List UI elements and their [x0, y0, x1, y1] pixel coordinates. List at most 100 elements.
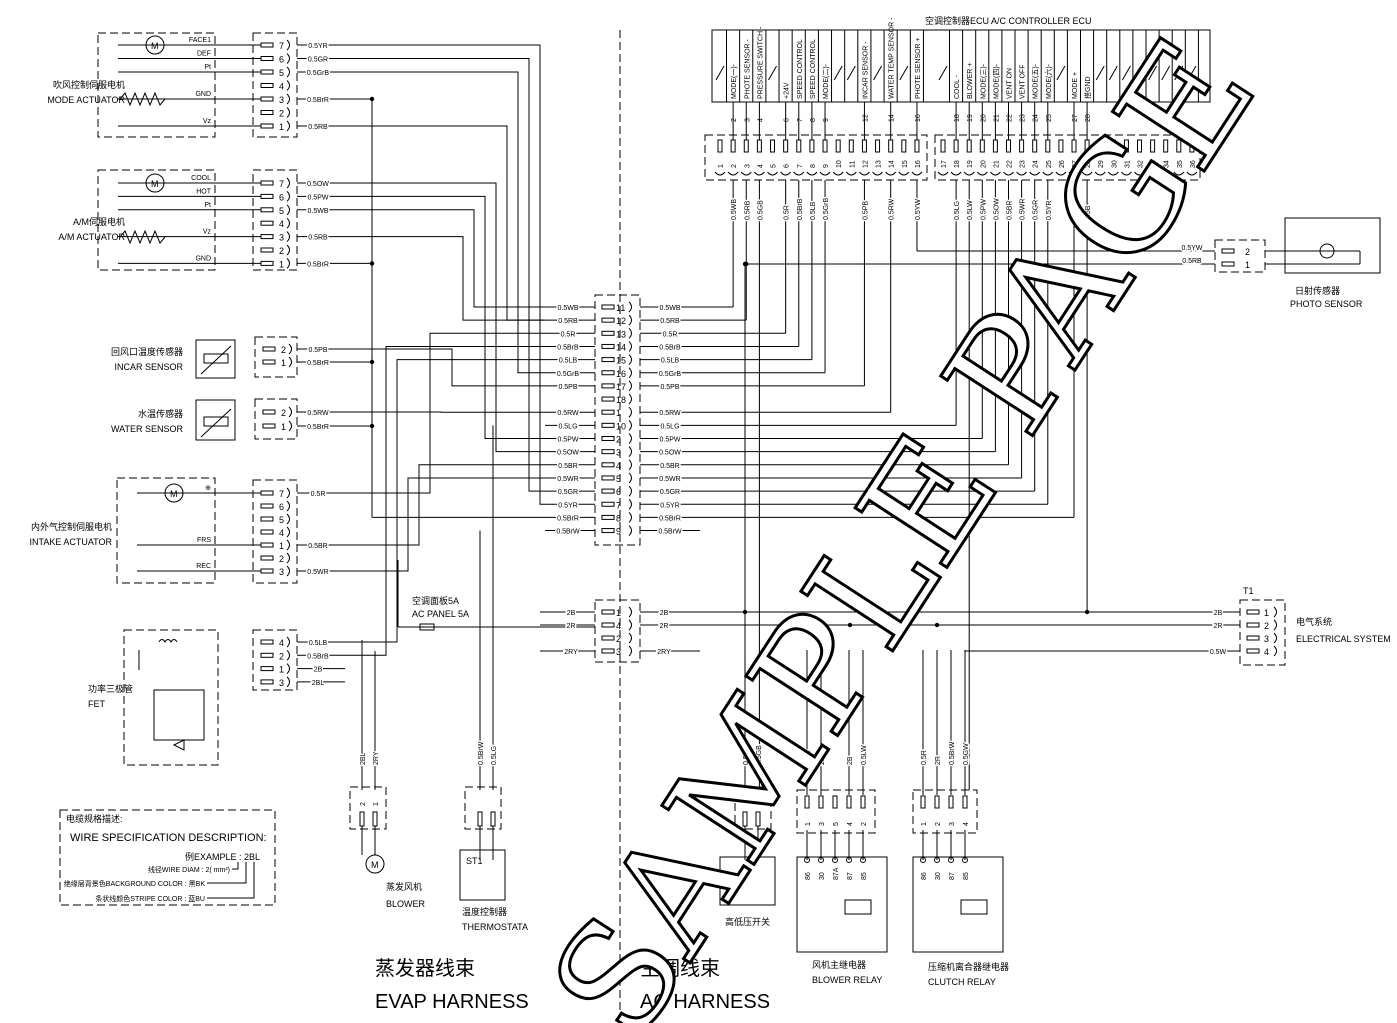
relay-terminal: 87 — [847, 872, 854, 880]
intake-connector — [252, 479, 298, 584]
socket-icon — [288, 420, 292, 432]
relay-terminal: 87 — [949, 872, 956, 880]
pin-number: 2 — [935, 822, 942, 826]
ecu-unused-slash — [1148, 65, 1158, 81]
wire-label: 2R — [935, 756, 942, 765]
pin-number: 5 — [279, 206, 284, 216]
socket-icon — [628, 327, 632, 339]
incar-thermistor-icon — [203, 353, 229, 364]
pin-number: 8 — [616, 513, 621, 523]
fuse-label-en: AC PANEL 5A — [412, 609, 469, 619]
pin-bar — [796, 139, 802, 153]
ecu-connector-pin: 22 — [1007, 160, 1014, 168]
pin-bar — [260, 666, 274, 672]
pin-bar — [260, 69, 274, 75]
pin-bar — [601, 635, 615, 641]
ecu-connector-pin: 9 — [823, 164, 830, 168]
socket-icon — [1003, 171, 1014, 176]
wire-label: 0.5R — [561, 331, 576, 338]
socket-icon — [286, 120, 290, 132]
pin-bar — [832, 795, 838, 809]
ecu-unused-slash — [1108, 65, 1118, 81]
socket-icon — [628, 446, 632, 458]
wire-label: 0.5GrB — [307, 70, 330, 77]
pin-bar — [601, 343, 615, 349]
mode-body — [97, 32, 216, 138]
pin-bar — [783, 139, 789, 153]
wire-label: 0.5YR — [558, 502, 577, 509]
pin-bar — [601, 436, 615, 441]
pin-number: 1 — [1264, 608, 1269, 618]
socket-icon — [628, 632, 632, 644]
pin-bar — [1176, 139, 1182, 153]
ecu-pin-number-top: 2 — [731, 118, 738, 122]
wire — [345, 125, 545, 321]
socket-icon — [286, 513, 290, 525]
pin-bar — [875, 139, 881, 153]
ecu-connector-a — [704, 134, 928, 181]
wire-label: 0.5BrW — [658, 529, 682, 536]
ecu-pin-function: MODE(一)- — [731, 63, 738, 99]
socket-icon — [1016, 171, 1027, 176]
fuse-icon — [419, 623, 435, 631]
ecu-connector-pin: 5 — [771, 164, 778, 168]
terminal-icon — [860, 857, 866, 863]
ecu-pin-function: PHOTE SENSOR - — [744, 38, 751, 99]
pressure-switch-title-cn: 高低压开关 — [725, 916, 770, 927]
wire-label: 0.5R — [805, 750, 812, 765]
socket-icon — [286, 107, 290, 118]
fet-body — [123, 629, 219, 766]
wire-label: 0.5PW — [307, 194, 328, 201]
socket-icon — [286, 500, 290, 512]
pin-bar — [601, 609, 615, 615]
junction-dot — [742, 609, 748, 615]
pin-bar — [1123, 139, 1129, 153]
ecu-connector-pin: 12 — [862, 160, 869, 168]
pin-bar — [1032, 139, 1038, 153]
wire-label: 0.5BR — [558, 463, 577, 470]
am-connector — [252, 169, 298, 271]
pin-number: 4 — [847, 822, 854, 826]
junction-dot — [847, 622, 853, 628]
ecu-pin-number-top: 27 — [1072, 114, 1079, 122]
socket-icon — [1134, 171, 1145, 176]
pin-bar — [601, 409, 615, 415]
clutch_relay-title-cn: 压缩机离合器继电器 — [928, 961, 1009, 972]
pin-bar — [846, 795, 852, 809]
ecu-unused-slash — [873, 65, 882, 81]
ecu-pin-function: VENT ON — [1007, 68, 1014, 99]
ecu-pin-number-top: 24 — [1033, 114, 1040, 122]
ecu-wire-label: 0.5BR — [1007, 201, 1014, 220]
wire-label: 0.5RW — [307, 410, 329, 417]
pin-bar — [260, 123, 274, 129]
socket-icon — [288, 343, 292, 355]
pin-bar — [260, 503, 274, 509]
ecu-connector-pin: 23 — [1020, 160, 1027, 168]
pin-bar — [490, 811, 496, 827]
pin-bar — [601, 528, 615, 534]
socket-icon — [628, 367, 632, 379]
pin-function: Vz — [203, 229, 212, 236]
ecu-unused-slash — [1161, 65, 1171, 81]
ecu-connector-pin: 11 — [849, 161, 856, 168]
pin-bar — [601, 396, 615, 402]
pin-number: 2 — [861, 822, 868, 826]
ecu-connector-pin: 33 — [1151, 160, 1158, 168]
pressure-tag: P — [728, 879, 733, 886]
motor-label: M — [371, 860, 379, 870]
transistor-icon — [153, 689, 205, 741]
pin-bar — [948, 795, 954, 809]
socket-icon — [1160, 171, 1172, 176]
wire-label: 2B — [847, 756, 854, 765]
wire — [345, 345, 545, 656]
pin-number: 2 — [1245, 247, 1250, 257]
ecu-connector-pin: 15 — [902, 160, 909, 168]
pin-number: 2 — [616, 435, 621, 445]
wire-label: 0.5OW — [659, 450, 681, 457]
water-title-en: WATER SENSOR — [111, 424, 184, 434]
power-connector — [594, 599, 641, 663]
pin-bar — [260, 529, 274, 535]
thermostat-tag: ST1 — [466, 856, 483, 866]
pin-function: FACE1 — [189, 37, 211, 44]
pin-bar — [804, 795, 810, 809]
